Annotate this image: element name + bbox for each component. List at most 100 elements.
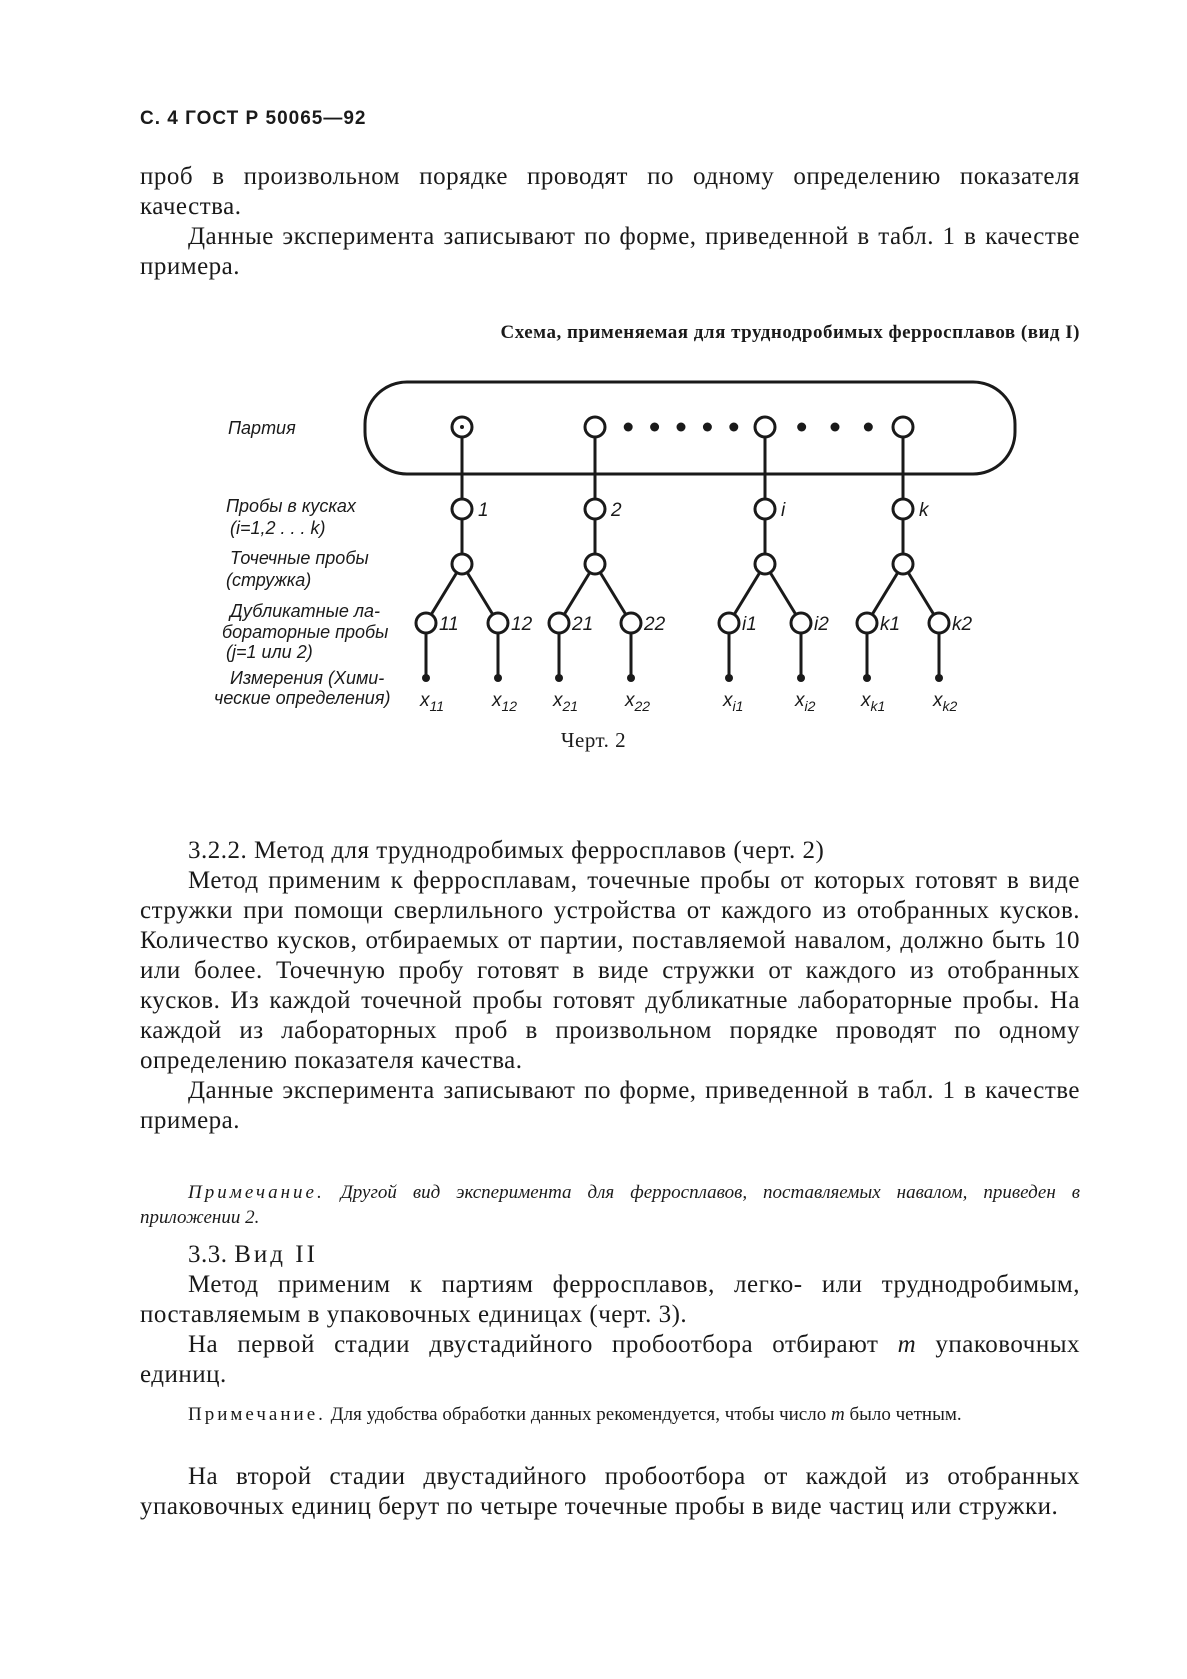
branch-right-arm (460, 563, 500, 624)
lab-sample-node (855, 611, 879, 635)
row-label-lump-1: Пробы в кусках (226, 496, 357, 516)
lump-sample-label: 1 (478, 500, 489, 521)
measurement-label: xk2 (932, 690, 958, 714)
measurement-label: x22 (624, 690, 650, 714)
note-2-label: Примечание. (188, 1404, 326, 1425)
figure-caption: Черт. 2 (560, 728, 627, 752)
lot-boundary (363, 380, 1017, 476)
ellipsis-dot (797, 422, 807, 432)
section-3-2-2-data-note: Данные эксперимента записывают по форме,… (140, 1077, 1080, 1134)
intro-text: проб в произвольном порядке проводят по … (140, 162, 1080, 282)
measurement-label: x12 (491, 690, 517, 714)
measurement-point (863, 674, 871, 682)
branch-left-arm (727, 563, 767, 624)
measurement-label: xi2 (794, 690, 816, 714)
branch-right-arm (901, 563, 941, 624)
row-label-lot: Партия (228, 418, 296, 438)
ellipsis-dot (729, 422, 739, 432)
measurement-subscript: 12 (502, 698, 518, 714)
measurement-subscript: i2 (805, 698, 816, 714)
row-label-lump-2: (i=1,2 . . . k) (230, 518, 326, 538)
increment-node (450, 552, 474, 576)
intro-paragraph-1: проб в произвольном порядке проводят по … (140, 163, 1080, 220)
note-2-text-after: было четным. (844, 1404, 962, 1425)
note-even-number: Примечание. Для удобства обработки данны… (140, 1402, 1080, 1427)
lab-sample-node (414, 611, 438, 635)
note-2-text-before: Для удобства обработки данных рекомендуе… (330, 1404, 831, 1425)
lab-sample-label: k1 (880, 614, 900, 635)
section-3-2-2-body: Метод применим к ферросплавам, точечные … (140, 867, 1080, 1074)
row-label-measurements-2: ческие определения) (214, 688, 390, 708)
section-3-3-var-m: m (897, 1331, 917, 1358)
lot-unit-node (891, 415, 915, 439)
lump-sample-node (891, 497, 915, 521)
measurement-subscript: k1 (871, 698, 886, 714)
intro-paragraph-2: Данные эксперимента записывают по форме,… (140, 223, 1080, 280)
row-label-duplicates-3: (j=1 или 2) (226, 642, 313, 662)
note-appendix: Примечание. Другой вид эксперимента для … (140, 1180, 1080, 1230)
lab-sample-label: k2 (952, 614, 973, 635)
row-label-duplicates-1: Дубликатные ла- (228, 601, 380, 621)
row-label-increments-1: Точечные пробы (230, 548, 369, 568)
row-label-duplicates-2: бораторные пробы (222, 622, 388, 642)
lab-sample-label: 21 (571, 614, 593, 635)
lab-sample-node (717, 611, 741, 635)
lump-sample-node (450, 497, 474, 521)
section-3-3: 3.3. Вид II Метод применим к партиям фер… (140, 1240, 1080, 1390)
lab-sample-label: 12 (511, 614, 533, 635)
measurement-label: x21 (552, 690, 578, 714)
lab-sample-node (789, 611, 813, 635)
section-3-3-para-2-after: упаковочных единиц. (140, 1331, 1080, 1388)
ellipsis-dot (623, 422, 633, 432)
ellipsis-dot (702, 422, 712, 432)
measurement-subscript: k2 (943, 698, 958, 714)
lump-sample-node (583, 497, 607, 521)
row-label-increments-2: (стружка) (226, 570, 311, 590)
note-2-var-m: m (830, 1404, 845, 1425)
final-paragraph: На второй стадии двустадийного пробоотбо… (140, 1463, 1080, 1520)
lump-sample-label: i (781, 500, 786, 521)
lab-sample-label: i1 (742, 614, 757, 635)
branch-left-arm (557, 563, 597, 624)
increment-node (753, 552, 777, 576)
increment-node (891, 552, 915, 576)
section-3-2-2-heading: 3.2.2. Метод для труднодробимых ферроспл… (188, 837, 825, 864)
scheme-title: Схема, применяемая для труднодробимых фе… (500, 322, 1080, 343)
measurement-point (494, 674, 502, 682)
measurement-subscript: i1 (733, 698, 744, 714)
measurement-label: xi1 (722, 690, 743, 714)
lump-sample-node (753, 497, 777, 521)
lot-unit-node (753, 415, 777, 439)
lab-sample-label: 22 (643, 614, 666, 635)
measurement-point (797, 674, 805, 682)
section-3-3-number: 3.3. (188, 1241, 228, 1268)
lab-sample-node (927, 611, 951, 635)
measurement-point (725, 674, 733, 682)
measurement-point (627, 674, 635, 682)
measurement-label: xk1 (860, 690, 885, 714)
section-3-3-para-1: Метод применим к партиям ферросплавов, л… (140, 1271, 1080, 1328)
branch-right-arm (593, 563, 633, 624)
section-3-3-title: Вид II (234, 1241, 318, 1268)
note-1-text: Другой вид эксперимента для ферросплавов… (140, 1182, 1080, 1228)
section-3-3-heading: 3.3. Вид II (140, 1240, 1080, 1270)
measurement-point (555, 674, 563, 682)
row-label-measurements-1: Измерения (Хими- (230, 668, 384, 688)
measurement-subscript: 21 (562, 698, 579, 714)
section-3-3-para-2-before: На первой стадии двустадийного пробоотбо… (188, 1331, 898, 1358)
lot-unit-node (583, 415, 607, 439)
sampling-scheme-diagram: Партия Пробы в кусках (i=1,2 . . . k) То… (214, 380, 1017, 714)
section-3-2-2: 3.2.2. Метод для труднодробимых ферроспл… (140, 836, 1080, 1136)
measurement-subscript: 11 (430, 698, 445, 714)
increment-node (583, 552, 607, 576)
lump-sample-label: k (919, 500, 930, 521)
ellipsis-dot (676, 422, 686, 432)
ellipsis-dot (830, 422, 840, 432)
measurement-label: x11 (419, 690, 444, 714)
ellipsis-dot (863, 422, 873, 432)
lab-sample-node (547, 611, 571, 635)
note-1-label: Примечание. (188, 1182, 325, 1203)
lab-sample-label: 11 (439, 614, 459, 635)
lab-sample-label: i2 (814, 614, 829, 635)
